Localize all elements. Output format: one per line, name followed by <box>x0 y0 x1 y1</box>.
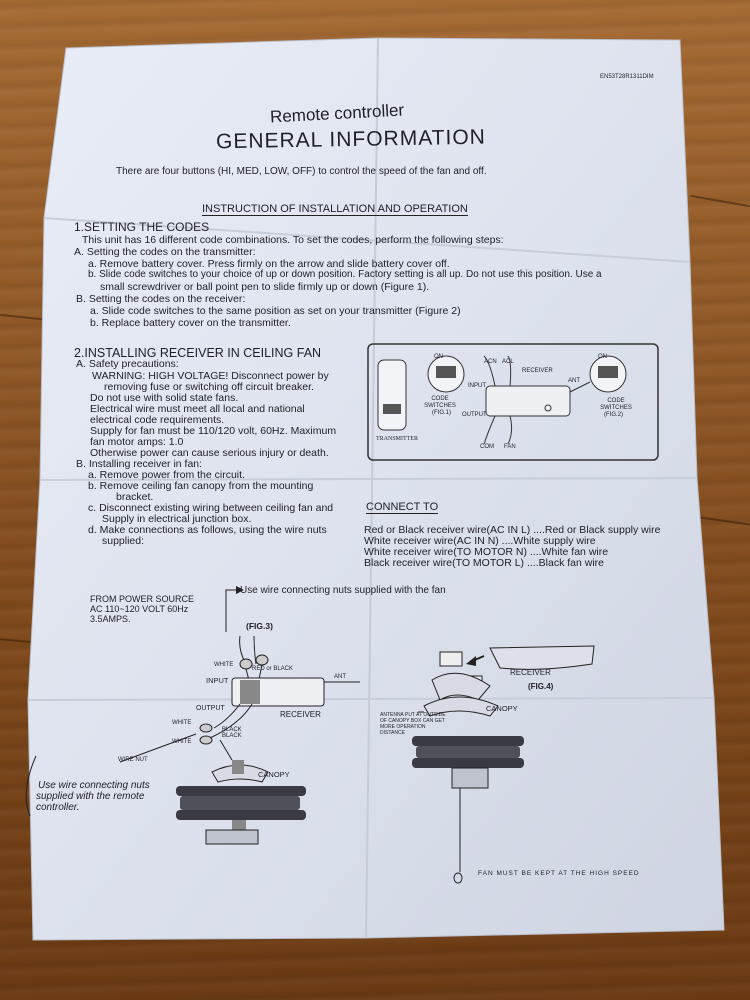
fig3-white-label: WHITE <box>214 662 234 668</box>
s2-heading: 2.INSTALLING RECEIVER IN CEILING FAN <box>74 346 322 360</box>
s1-line: This unit has 16 different code combinat… <box>82 234 504 246</box>
s1-line: B. Setting the codes on the receiver: <box>76 293 246 305</box>
s2-line: Otherwise power can cause serious injury… <box>90 447 329 459</box>
s2-line: B. Installing receiver in fan: <box>76 458 203 470</box>
connect-line: Black receiver wire(TO MOTOR L) ....Blac… <box>364 557 604 569</box>
fig4-receiver-label: RECEIVER <box>510 668 551 677</box>
s2-line: fan motor amps: 1.0 <box>90 436 184 448</box>
s1-line: b. Replace battery cover on the transmit… <box>90 317 291 329</box>
s2-line: Do not use with solid state fans. <box>90 392 239 404</box>
antenna-note-line: OF CANOPY BOX CAN GET <box>380 718 445 724</box>
fan-label: FAN <box>504 444 516 450</box>
fig3-label: (FIG.3) <box>246 621 273 631</box>
s1-line: small screwdriver or ball point pen to s… <box>100 281 430 293</box>
fig3-input-label: INPUT <box>206 676 229 685</box>
s2-line: Supply in electrical junction box. <box>102 513 252 525</box>
s2-line: d. Make connections as follows, using th… <box>88 524 327 536</box>
page-title: GENERAL INFORMATION <box>215 125 487 154</box>
fig3-wire-nut-label: WIRE NUT <box>118 757 148 763</box>
fig3-receiver-label: RECEIVER <box>280 710 321 719</box>
fig3-red-black-label: RED or BLACK <box>252 666 294 672</box>
s1-line: A. Setting the codes on the transmitter: <box>74 246 256 258</box>
s2-line: A. Safety precautions: <box>76 358 179 370</box>
fig3-canopy-label: CANOPY <box>258 770 290 779</box>
output-label: OUTPUT <box>462 412 487 418</box>
fig3-black-label: BLACK <box>222 727 242 733</box>
fan-speed-note: FAN MUST BE KEPT AT THE HIGH SPEED <box>478 870 640 877</box>
connect-line: Red or Black receiver wire(AC IN L) ....… <box>364 524 661 536</box>
fig2-label: (FIG.2) <box>604 412 623 418</box>
fig3-output-label: OUTPUT <box>196 705 225 712</box>
s2-line: removing fuse or switching off circuit b… <box>104 381 314 393</box>
fig1-label: (FIG.1) <box>432 410 451 416</box>
handnote-line: Use wire connecting nuts <box>38 780 150 791</box>
s2-line: a. Remove power from the circuit. <box>88 469 245 481</box>
ant-label: ANT <box>568 378 580 384</box>
antenna-note-line: MORE OPERATION <box>380 724 426 730</box>
transmitter-label: TRANSMITTER <box>376 436 418 442</box>
fig3-white-label-3: WHITE <box>172 739 192 745</box>
fig-code-switches-label: CODE SWITCHES <box>424 396 456 409</box>
fig4-canopy-label: CANOPY <box>486 704 518 713</box>
fig3-white-label-2: WHITE <box>172 720 192 726</box>
receiver-label: RECEIVER <box>522 368 553 374</box>
s2-line: supplied: <box>102 535 145 547</box>
fig-on-label: ON <box>598 354 607 360</box>
s2-line: Supply for fan must be 110/120 volt, 60H… <box>90 425 337 437</box>
section-heading: INSTRUCTION OF INSTALLATION AND OPERATIO… <box>202 203 468 216</box>
intro-text: There are four buttons (HI, MED, LOW, OF… <box>116 166 487 177</box>
s2-line: electrical code requirements. <box>90 414 225 426</box>
power-source-line: FROM POWER SOURCE <box>90 594 195 604</box>
s2-line: c. Disconnect existing wiring between ce… <box>88 502 334 514</box>
s2-line: bracket. <box>116 491 154 503</box>
acl-label: ACL <box>502 359 514 365</box>
s1-line: a. Slide code switches to the same posit… <box>90 305 461 317</box>
fig3-ant-label: ANT <box>334 674 346 680</box>
fig4-label: (FIG.4) <box>528 682 554 691</box>
antenna-note-line: ANTENNA PUT AT OUTSIDE <box>380 712 446 718</box>
s2-line: Electrical wire must meet all local and … <box>90 403 305 415</box>
acn-label: ACN <box>484 359 497 365</box>
connect-line: White receiver wire(TO MOTOR N) ....Whit… <box>364 546 609 558</box>
connect-heading: CONNECT TO <box>366 501 439 514</box>
s1-heading: 1.SETTING THE CODES <box>74 220 210 234</box>
s1-line: a. Remove battery cover. Press firmly on… <box>88 258 450 270</box>
s2-line: WARNING: HIGH VOLTAGE! Disconnect power … <box>92 370 329 382</box>
com-label: COM <box>480 444 494 450</box>
fig-code-switches-label: CODE SWITCHES <box>600 398 632 411</box>
s1-line: b. Slide code switches to your choice of… <box>88 269 602 280</box>
document-code: EN53T28R1311DIM <box>600 74 654 80</box>
fig3-black-label-2: BLACK <box>222 733 242 739</box>
power-source-line: 3.5AMPS. <box>90 614 131 624</box>
fig3-arrow-note: Use wire connecting nuts supplied with t… <box>240 585 446 596</box>
handnote-line: controller. <box>36 802 80 813</box>
input-label: INPUT <box>468 383 486 389</box>
s2-line: b. Remove ceiling fan canopy from the mo… <box>88 480 314 492</box>
fig-on-label: ON <box>434 354 443 360</box>
antenna-note-line: DISTANCE <box>380 730 405 736</box>
connect-line: White receiver wire(AC IN N) ....White s… <box>364 535 596 547</box>
power-source-line: AC 110~120 VOLT 60Hz <box>90 604 189 614</box>
handnote-line: supplied with the remote <box>36 791 145 802</box>
